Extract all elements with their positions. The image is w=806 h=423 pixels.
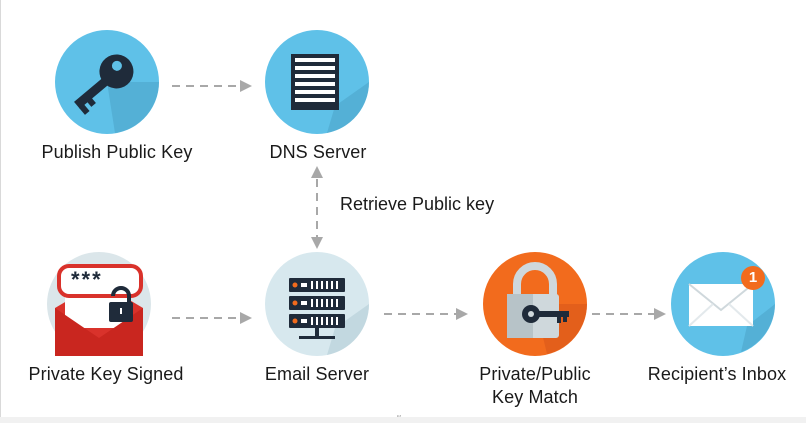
recipient-inbox-node: 1 bbox=[671, 252, 775, 356]
notification-badge-count: 1 bbox=[748, 269, 758, 286]
password-mask-text: *** bbox=[71, 267, 103, 292]
left-border bbox=[0, 0, 1, 423]
email-server-label: Email Server bbox=[264, 364, 370, 384]
dns-server-label: DNS Server bbox=[269, 142, 367, 162]
arrow-signed-to-email bbox=[172, 312, 252, 324]
dns-server-icon bbox=[265, 30, 369, 134]
retrieve-public-key-label: Retrieve Public key bbox=[340, 194, 495, 214]
recipient-inbox-label: Recipient’s Inbox bbox=[647, 364, 787, 384]
dns-server-node bbox=[265, 30, 369, 134]
arrow-publish-to-dns bbox=[172, 80, 252, 92]
arrow-match-to-inbox bbox=[592, 308, 666, 320]
key-match-label-line1: Private/Public bbox=[479, 364, 591, 384]
key-match-label-line2: Key Match bbox=[492, 387, 578, 407]
publish-key-label: Publish Public Key bbox=[41, 142, 193, 162]
key-icon bbox=[55, 30, 159, 134]
bottom-strip bbox=[0, 417, 806, 423]
padlock-key-icon bbox=[483, 252, 587, 356]
email-server-icon bbox=[265, 252, 369, 356]
mail-inbox-icon bbox=[671, 252, 775, 356]
private-key-signed-label: Private Key Signed bbox=[28, 364, 184, 384]
arrow-email-to-match bbox=[384, 308, 468, 320]
email-server-node bbox=[265, 252, 369, 356]
notification-badge bbox=[741, 266, 765, 290]
publish-key-node bbox=[55, 30, 159, 134]
private-key-signed-node: *** bbox=[47, 252, 151, 356]
key-match-node bbox=[483, 252, 587, 356]
signed-envelope-icon bbox=[47, 252, 151, 356]
key-match-label: Private/Public Key Match bbox=[435, 363, 635, 409]
arrow-dns-email-bidirectional bbox=[311, 166, 323, 249]
